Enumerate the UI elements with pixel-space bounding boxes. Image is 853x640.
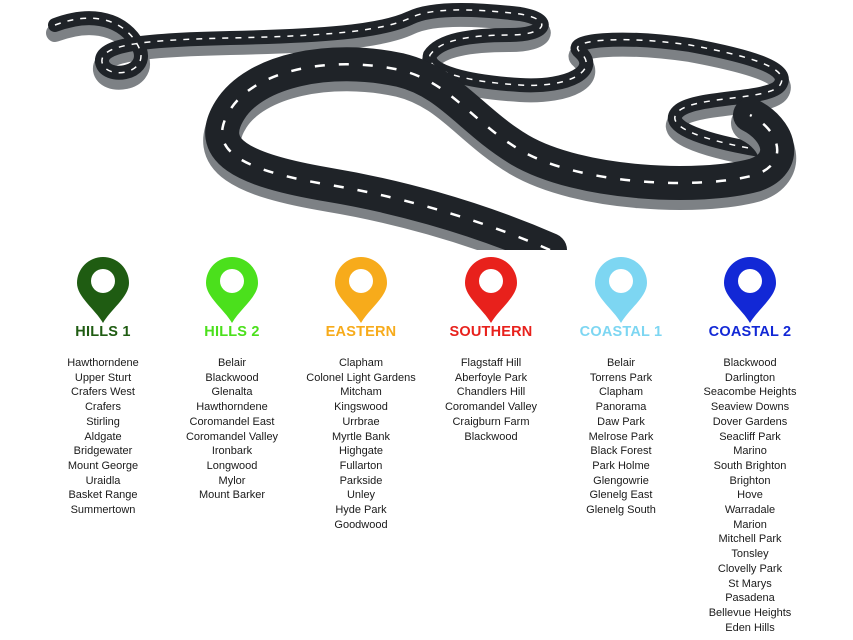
- suburb-item: Seacombe Heights: [703, 386, 797, 399]
- suburb-item: Hawthorndene: [67, 357, 139, 369]
- suburb-item: Longwood: [206, 459, 258, 472]
- suburb-item: Daw Park: [597, 415, 645, 428]
- suburb-item: Blackwood: [205, 371, 259, 384]
- suburb-item: Pasadena: [725, 592, 775, 605]
- map-pin-icon: [77, 257, 129, 323]
- suburb-item: Mitchell Park: [718, 533, 782, 546]
- suburb-item: Colonel Light Gardens: [306, 371, 416, 384]
- suburb-item: Crafers: [84, 401, 122, 414]
- road-lane-marking-1: [220, 63, 779, 250]
- suburb-item: Seacliff Park: [719, 430, 781, 443]
- suburb-item: Darlington: [724, 371, 776, 384]
- suburb-item: Torrens Park: [589, 371, 653, 384]
- suburb-item: Clovelly Park: [717, 562, 783, 575]
- suburb-item: Upper Sturt: [74, 371, 132, 384]
- suburb-item: Clapham: [598, 386, 644, 399]
- suburb-item: Hove: [737, 489, 763, 502]
- suburb-item: Coromandel Valley: [444, 401, 538, 414]
- suburb-item: Glenelg South: [586, 504, 656, 517]
- suburb-item: Mount George: [67, 459, 139, 472]
- suburb-item: Hyde Park: [335, 504, 387, 517]
- suburb-item: Clapham: [338, 357, 384, 369]
- suburb-item: Summertown: [70, 504, 136, 517]
- road-lane-marking-0: [54, 9, 783, 151]
- suburb-item: Ironbark: [211, 445, 253, 458]
- suburb-item: Stirling: [86, 415, 120, 428]
- suburb-item: Eden Hills: [725, 621, 775, 634]
- suburb-item: Seaview Downs: [710, 401, 790, 414]
- suburb-item: Parkside: [339, 474, 383, 487]
- suburb-item: Basket Range: [68, 489, 138, 502]
- suburb-item: Aldgate: [84, 430, 122, 443]
- region-title: HILLS 1: [75, 324, 131, 340]
- suburb-item: Melrose Park: [588, 430, 654, 443]
- suburb-item: Urrbrae: [342, 415, 380, 428]
- suburb-item: Mylor: [218, 474, 246, 487]
- suburb-item: Craigburn Farm: [452, 415, 530, 428]
- region-title: EASTERN: [325, 324, 397, 340]
- suburb-item: Black Forest: [590, 445, 652, 458]
- map-pin-icon: [206, 257, 258, 323]
- suburb-item: Tonsley: [731, 548, 769, 561]
- suburb-item: Park Holme: [592, 459, 650, 472]
- suburb-item: Warradale: [724, 504, 776, 517]
- map-pin-icon: [465, 257, 517, 323]
- suburb-item: Bridgewater: [73, 445, 133, 458]
- suburb-item: Mitcham: [340, 386, 382, 399]
- suburb-item: Unley: [346, 489, 376, 502]
- suburb-item: Brighton: [729, 474, 771, 487]
- suburb-item: Glenelg East: [589, 489, 653, 502]
- suburb-item: Blackwood: [723, 357, 777, 369]
- suburb-item: Crafers West: [71, 386, 135, 399]
- suburb-item: Panorama: [595, 401, 647, 414]
- suburb-item: Glengowrie: [593, 474, 649, 487]
- suburb-item: Dover Gardens: [712, 415, 788, 428]
- suburb-item: Marion: [733, 518, 767, 531]
- suburb-item: Bellevue Heights: [708, 606, 792, 619]
- suburb-item: Coromandel Valley: [185, 430, 279, 443]
- suburb-item: Coromandel East: [189, 415, 275, 428]
- map-pin-icon: [595, 257, 647, 323]
- suburb-item: Uraidla: [85, 474, 121, 487]
- suburb-item: Glenalta: [211, 386, 253, 399]
- suburb-item: Highgate: [338, 445, 384, 458]
- suburb-item: Marino: [733, 445, 767, 458]
- suburb-item: St Marys: [728, 577, 772, 590]
- suburb-item: Mount Barker: [198, 489, 266, 502]
- map-pin-icon: [724, 257, 776, 323]
- suburb-item: Hawthorndene: [196, 401, 268, 414]
- suburb-item: Chandlers Hill: [456, 386, 526, 399]
- suburb-item: Belair: [606, 357, 636, 369]
- suburb-item: Myrtle Bank: [331, 430, 391, 443]
- region-title: COASTAL 1: [579, 324, 663, 340]
- region-title: COASTAL 2: [708, 324, 792, 340]
- suburb-item: Goodwood: [334, 518, 388, 531]
- suburb-item: Flagstaff Hill: [460, 357, 522, 369]
- region-title: SOUTHERN: [449, 324, 533, 340]
- suburb-item: Aberfoyle Park: [454, 371, 528, 384]
- suburb-item: Kingswood: [334, 401, 388, 414]
- suburb-item: Blackwood: [464, 430, 518, 443]
- region-title: HILLS 2: [204, 324, 260, 340]
- suburb-item: Belair: [217, 357, 247, 369]
- suburb-item: Fullarton: [339, 459, 383, 472]
- suburb-item: South Brighton: [713, 459, 787, 472]
- winding-road-illustration: [46, 2, 797, 250]
- map-pin-icon: [335, 257, 387, 323]
